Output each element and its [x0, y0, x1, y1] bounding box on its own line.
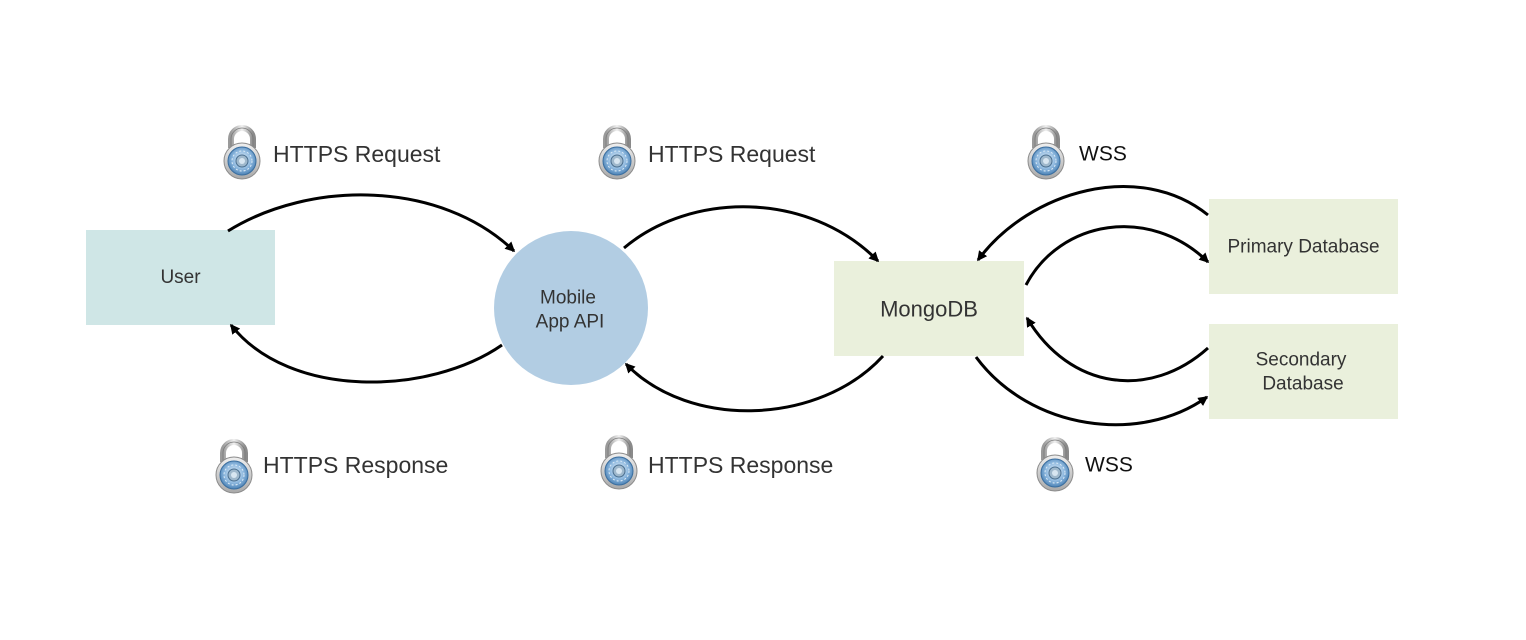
secondary-database-node [1209, 324, 1398, 419]
padlock-icon [1028, 128, 1064, 179]
edge-mongodb-to-secondary [974, 356, 1209, 427]
user-to-api-label-group: HTTPS Request [224, 128, 441, 179]
primary-sync-label-group: WSS [1028, 128, 1127, 179]
user-to-api-label: HTTPS Request [273, 141, 441, 167]
primary-database-label: Primary Database [1227, 237, 1379, 258]
api-to-user-label-group: HTTPS Response [216, 442, 448, 493]
padlock-icon [599, 128, 635, 179]
mobile-api-label-line1: Mobile [540, 288, 596, 309]
mongodb-to-api-label: HTTPS Response [648, 452, 833, 478]
padlock-icon [601, 438, 637, 489]
secondary-database-label-line2: Database [1262, 374, 1343, 395]
primary-database-node [1209, 199, 1398, 294]
edge-primary-to-mongodb [976, 185, 1209, 262]
edge-api-to-user [229, 323, 503, 384]
padlock-icon [1037, 440, 1073, 491]
secondary-sync-label-group: WSS [1037, 440, 1133, 491]
user-label: User [160, 267, 201, 288]
edge-secondary-to-mongodb [1025, 316, 1210, 383]
secondary-sync-label: WSS [1085, 454, 1133, 477]
mobile-api-label-line2: App API [536, 312, 605, 333]
api-to-mongodb-label: HTTPS Request [648, 141, 816, 167]
edge-user-to-api [227, 193, 516, 253]
padlock-icon [224, 128, 260, 179]
edge-mongodb-to-api [624, 354, 885, 413]
edge-mongodb-to-primary [1024, 225, 1210, 286]
mongodb-label: MongoDB [880, 297, 978, 322]
mongodb-to-api-label-group: HTTPS Response [601, 438, 833, 489]
api-to-user-label: HTTPS Response [263, 452, 448, 478]
api-to-mongodb-label-group: HTTPS Request [599, 128, 816, 179]
padlock-icon [216, 442, 252, 493]
user-node [86, 230, 275, 325]
edge-api-to-mongodb [623, 205, 880, 263]
secondary-database-label-line1: Secondary [1256, 350, 1347, 371]
mobile-api-node [494, 231, 648, 385]
primary-sync-label: WSS [1079, 143, 1127, 166]
mongodb-node [834, 261, 1024, 356]
